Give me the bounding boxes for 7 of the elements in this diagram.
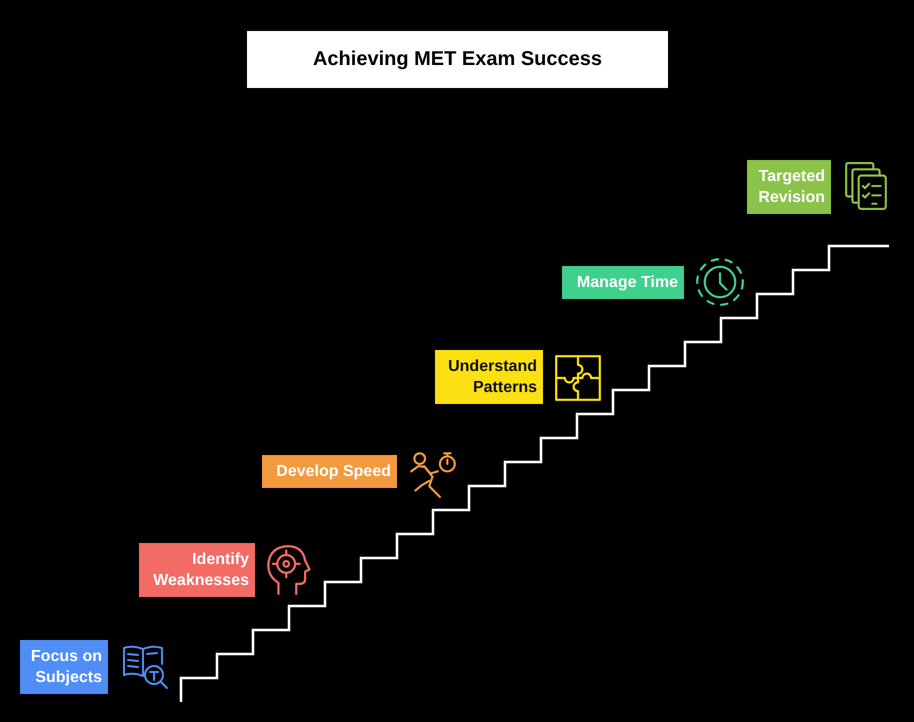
- step-label: Identify Weaknesses: [139, 543, 255, 597]
- step-label: Understand Patterns: [435, 350, 543, 404]
- step-label: Manage Time: [562, 266, 684, 299]
- step-label: Develop Speed: [262, 455, 397, 488]
- title-banner: Achieving MET Exam Success: [247, 31, 668, 88]
- step-label: Focus on Subjects: [20, 640, 108, 694]
- step-label: Targeted Revision: [747, 160, 831, 214]
